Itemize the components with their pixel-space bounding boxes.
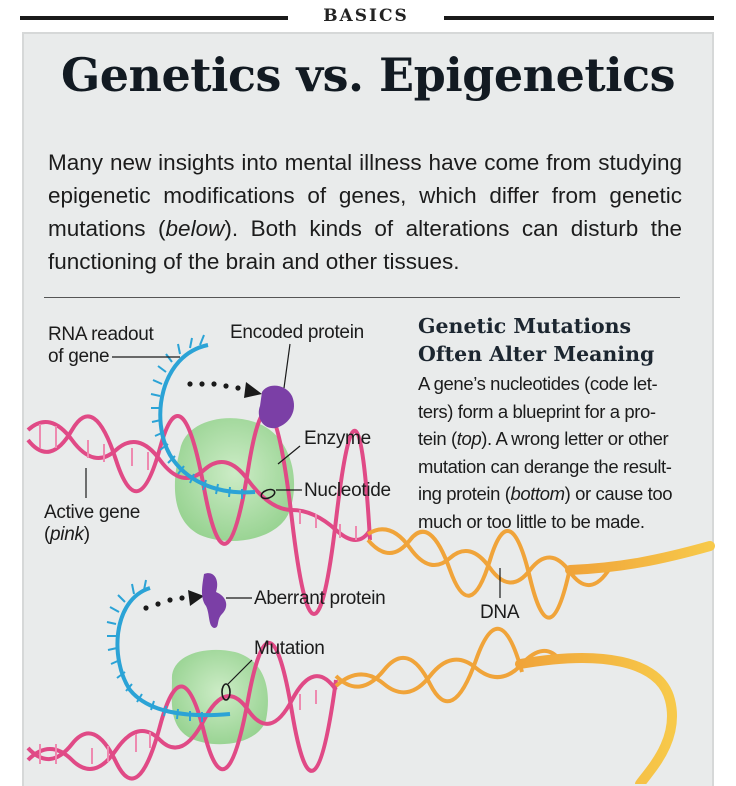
dna-pink-rungs [39, 424, 357, 540]
aberrant-protein-shape [202, 573, 227, 628]
rna-strand-top [158, 343, 256, 495]
label-active-gene-open: ( [44, 524, 51, 545]
translation-arrow-bottom [143, 590, 204, 611]
sidebar-heading: Genetic Mutations Often Alter Meaning [418, 312, 688, 368]
sidebar-line-5b: ) or cause too [564, 483, 673, 504]
header-rule-right [444, 16, 714, 20]
label-encoded-protein: Encoded protein [230, 322, 364, 343]
sidebar-heading-l1: Genetic Mutations [418, 314, 632, 338]
intro-paragraph: Many new insights into mental illness ha… [48, 146, 682, 278]
dna-orange-strand-top-b [366, 528, 572, 620]
section-divider [44, 297, 680, 298]
encoded-protein-shape [258, 385, 295, 429]
sidebar-line-3a: tein ( [418, 428, 457, 449]
mutation-marker [221, 683, 231, 701]
label-rna-readout: RNA readout of gene [48, 324, 154, 368]
label-active-gene-l1: Active gene [44, 502, 140, 523]
label-rna-readout-l1: RNA readout [48, 324, 154, 345]
dna-pink-strand-a [26, 420, 372, 542]
dna-pink-strand-b [26, 409, 372, 616]
sidebar-heading-l2: Often Alter Meaning [418, 342, 655, 366]
rna-comb-teeth-bottom [106, 579, 203, 722]
label-aberrant-protein: Aberrant protein [254, 588, 386, 609]
sidebar-line-6: much or too little to be made. [418, 510, 645, 532]
label-enzyme: Enzyme [304, 428, 371, 449]
top-assembly [26, 334, 715, 620]
label-active-gene-em: pink [50, 524, 84, 545]
dna-yellow-tail-top [565, 541, 715, 575]
sidebar-line-2: ters) form a blueprint for a pro- [418, 400, 656, 422]
dna-pink-rungs-bottom [39, 690, 317, 764]
label-active-gene-l2: (pink) [44, 524, 140, 546]
dna-orange-strand-bottom [334, 649, 562, 695]
sidebar-line-4: mutation can derange the result- [418, 455, 672, 477]
header-rule-left [20, 16, 288, 20]
sidebar-line-5a: ing protein ( [418, 483, 511, 504]
enzyme-top [174, 418, 295, 542]
sidebar-line-3: tein (top). A wrong letter or other [418, 425, 690, 453]
translation-arrow-top [187, 381, 262, 398]
section-kicker: BASICS [323, 6, 409, 26]
label-active-gene: Active gene (pink) [44, 502, 140, 546]
label-dna: DNA [480, 602, 520, 623]
page-title: Genetics vs. Epigenetics [60, 48, 676, 102]
dna-pink-strand-d [26, 641, 338, 781]
intro-text-a: Many new insights into mental illness ha… [48, 150, 682, 241]
intro-text-b: ). Both kinds of alterations can disturb… [48, 216, 683, 274]
nucleotide-marker [260, 488, 276, 500]
sidebar-line-3b: ). A wrong letter or other [481, 428, 669, 449]
sidebar-line-3-em: top [456, 428, 482, 449]
dna-yellow-tail-bottom [515, 653, 677, 784]
rna-comb-teeth-top [150, 334, 243, 499]
header-bar: BASICS [0, 0, 736, 32]
intro-text-em: below [165, 216, 225, 241]
label-mutation: Mutation [254, 638, 325, 659]
leader-lines [85, 343, 501, 685]
label-nucleotide: Nucleotide [304, 480, 391, 501]
label-rna-readout-l2: of gene [48, 346, 110, 367]
sidebar-body: A gene’s nucleotides (code let- ters) fo… [418, 370, 690, 535]
label-active-gene-close: ) [83, 524, 90, 545]
sidebar-line-1: A gene’s nucleotides (code let- [418, 373, 658, 394]
dna-orange-strand-bottom-b [334, 626, 524, 704]
sidebar-line-5: ing protein (bottom) or cause too [418, 480, 690, 508]
bottom-assembly [26, 573, 677, 784]
sidebar-line-5-em: bottom [510, 483, 566, 504]
